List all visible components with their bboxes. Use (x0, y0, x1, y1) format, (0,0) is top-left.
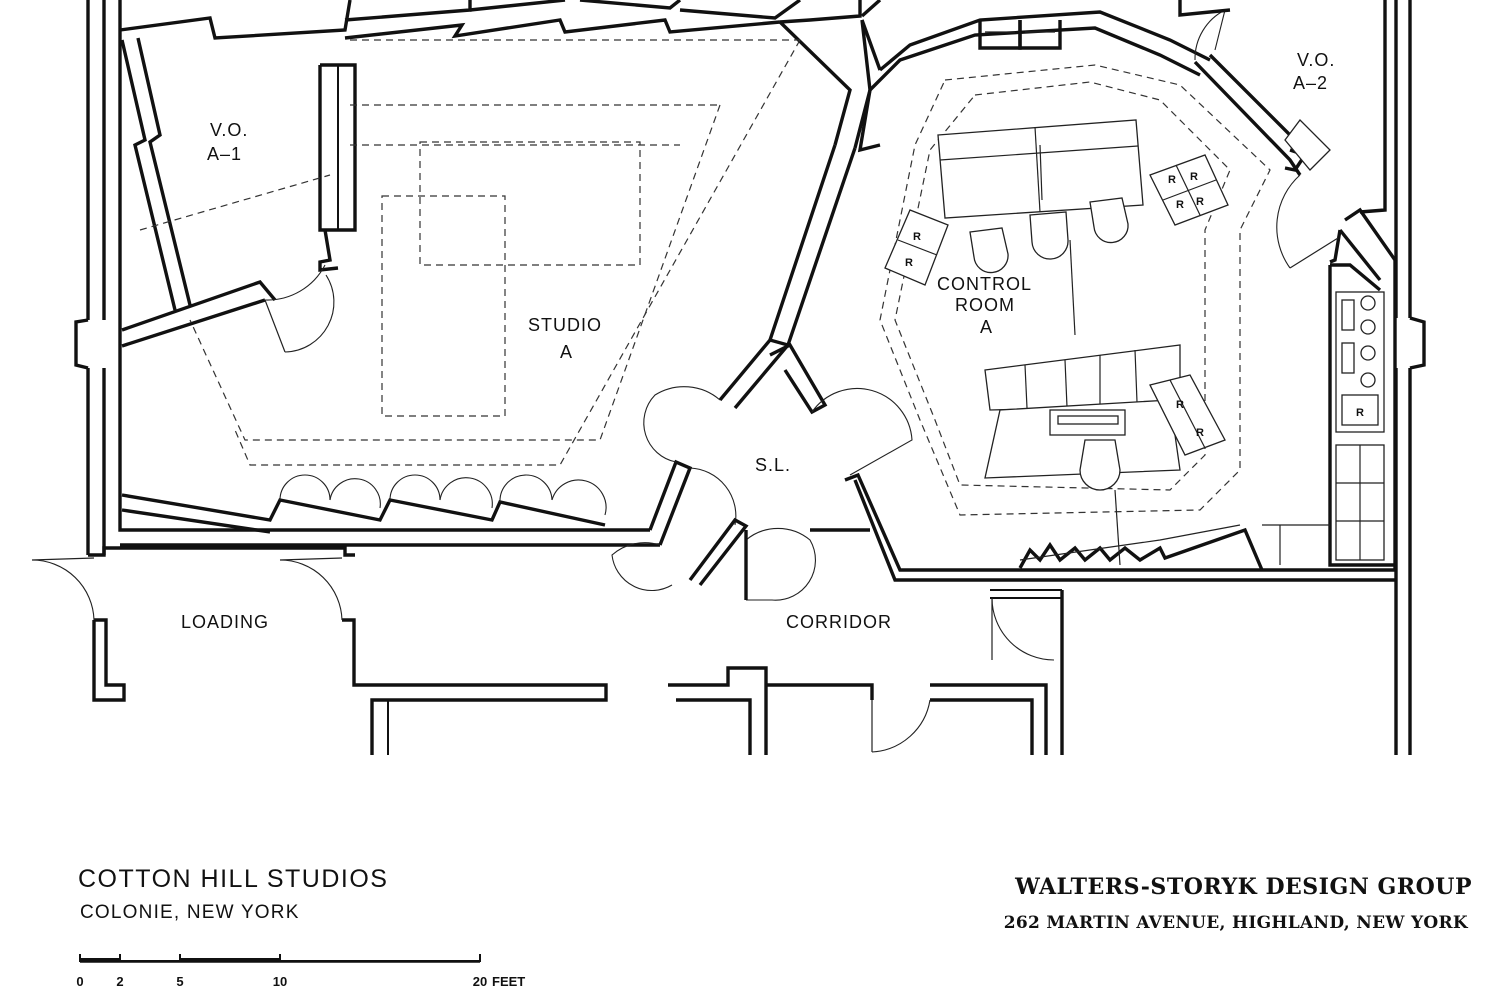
control-room-walls (844, 10, 1397, 582)
scale-bar-tick-label: 10 (273, 974, 287, 989)
studio-a-diffuser-arcs (279, 474, 607, 516)
scale-bar-tick-label: 0 (76, 974, 83, 989)
title-block: COTTON HILL STUDIOS COLONIE, NEW YORK WA… (78, 865, 1472, 933)
control-room-furniture (884, 119, 1385, 566)
sl-label: S.L. (755, 455, 791, 475)
studio-a-label-line1: STUDIO (528, 315, 602, 335)
outer-walls (74, 0, 1426, 755)
loading-label: LOADING (181, 612, 269, 632)
rack-mark: R (1168, 174, 1176, 186)
rack-mark: R (905, 257, 913, 269)
scale-bar-unit: FEET (492, 974, 525, 989)
control-room-label-line2: ROOM (955, 295, 1015, 315)
scale-bar-tick-label: 20 (473, 974, 487, 989)
control-room-label-line3: A (980, 317, 993, 337)
scale-bar: 0 2 5 10 20 FEET (76, 954, 525, 989)
vo-a2-door-swing (1276, 174, 1301, 269)
vo-a1-label-line1: V.O. (210, 120, 248, 140)
studio-a-walls (118, 0, 882, 547)
firm-address: 262 MARTIN AVENUE, HIGHLAND, NEW YORK (1004, 913, 1469, 933)
control-room-label-line1: CONTROL (937, 274, 1032, 294)
vo-a1-door-swing (264, 264, 326, 301)
rack-mark: R (1190, 171, 1198, 183)
corridor-label: CORRIDOR (786, 612, 892, 632)
vo-a2-label-line2: A–2 (1293, 73, 1328, 93)
rack-labels: R R R R R R R R R (905, 171, 1364, 439)
studio-a-label-line2: A (560, 342, 573, 362)
scale-bar-segment (80, 958, 120, 962)
vo-a2-label-line1: V.O. (1297, 50, 1335, 70)
rack-mark: R (1196, 196, 1204, 208)
scale-bar-tick-label: 2 (116, 974, 123, 989)
rack-mark: R (1356, 407, 1364, 419)
project-name: COTTON HILL STUDIOS (78, 865, 388, 893)
project-location: COLONIE, NEW YORK (80, 902, 300, 923)
corridor-door-swings (31, 557, 1055, 753)
scale-bar-segment (120, 960, 180, 962)
firm-name: WALTERS-STORYK DESIGN GROUP (1014, 874, 1472, 900)
studio-a-dashed-outlines (139, 39, 801, 466)
rack-mark: R (1196, 427, 1204, 439)
scale-bar-tick-label: 5 (176, 974, 183, 989)
room-labels: V.O. A–1 V.O. A–2 STUDIO A CONTROL ROOM … (181, 50, 1335, 632)
rack-mark: R (1176, 399, 1184, 411)
vo-a1-label-line2: A–1 (207, 144, 242, 164)
scale-bar-segment (180, 958, 280, 962)
control-room-dashed-outlines (879, 64, 1271, 516)
scale-bar-segment (280, 960, 480, 962)
sl-door-swings (611, 386, 913, 601)
rack-mark: R (1176, 199, 1184, 211)
rack-mark: R (913, 231, 921, 243)
